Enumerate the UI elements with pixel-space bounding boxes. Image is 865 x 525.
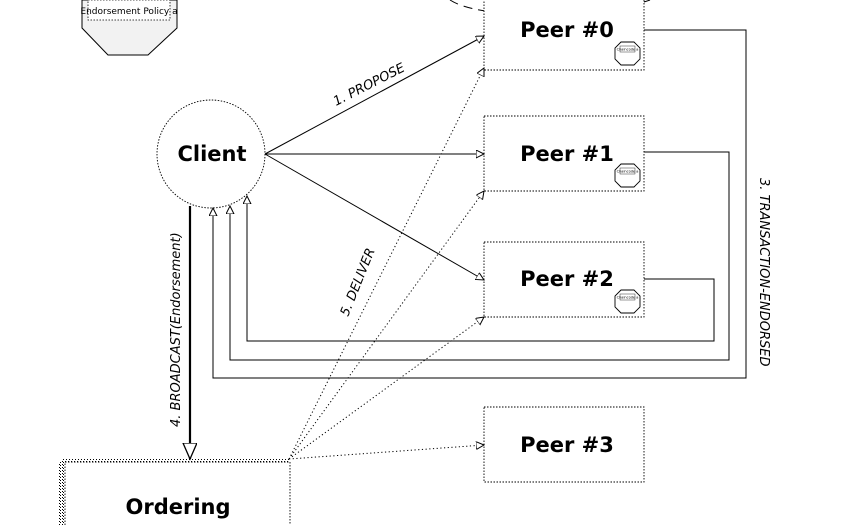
peer-0-node: Peer #0 Chaincode a [483, 0, 645, 71]
peer-0-chaincode-text: Chaincode a [617, 48, 639, 52]
endorsed-edge-peer-0 [213, 29, 747, 379]
peer-2-label: Peer #2 [520, 267, 614, 291]
peer-2-node: Peer #2 Chaincode a [483, 241, 645, 318]
endorsed-edge-label: 3. TRANSACTION-ENDORSED [756, 178, 771, 366]
propose-edge-peer-0 [264, 36, 484, 155]
broadcast-edge-label: 4. BROADCAST(Endorsement) [169, 232, 184, 427]
deliver-edge-peer-1 [288, 191, 484, 460]
deliver-edge-label: 5. DELIVER [338, 246, 379, 318]
peer-1-chaincode-text: Chaincode a [617, 170, 639, 174]
client-label: Client [177, 142, 246, 166]
deliver-edge-peer-2 [288, 317, 484, 460]
peer-3-label: Peer #3 [520, 433, 614, 457]
propose-edge-label: 1. PROPOSE [331, 60, 408, 109]
endorsement-policy-shape: Endorsement Policy a [80, 0, 178, 56]
ordering-node: Ordering [59, 459, 291, 525]
peer-1-chaincode-badge: Chaincode a [614, 163, 641, 188]
peer-0-chaincode-badge: Chaincode a [614, 41, 641, 66]
peer-0-label: Peer #0 [520, 18, 614, 42]
peer-2-chaincode-badge: Chaincode a [614, 289, 641, 314]
endorsed-edge-peer-2 [247, 196, 715, 342]
deliver-edge-peer-3 [288, 445, 484, 460]
peer-2-chaincode-text: Chaincode a [617, 296, 639, 300]
client-node: Client [156, 99, 266, 209]
peer-3-node: Peer #3 [483, 406, 645, 483]
ordering-label: Ordering [125, 495, 230, 519]
channel-arc [449, 0, 651, 15]
peer-1-label: Peer #1 [520, 142, 614, 166]
deliver-edge-peer-0 [288, 68, 484, 460]
endorsed-edge-peer-1 [230, 151, 730, 361]
propose-edge-peer-2 [264, 153, 484, 280]
peer-1-node: Peer #1 Chaincode a [483, 115, 645, 192]
endorsement-policy-label: Endorsement Policy a [80, 7, 177, 17]
